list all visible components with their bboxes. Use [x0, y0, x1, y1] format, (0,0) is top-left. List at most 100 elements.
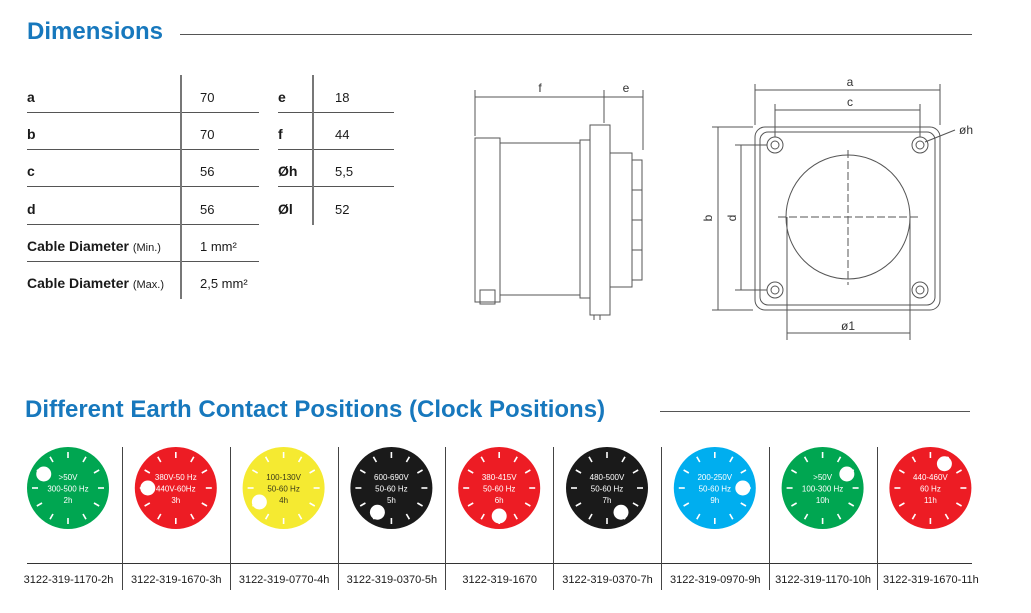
dial-tick	[696, 513, 701, 520]
technical-drawing: f e a c b d øh ø1	[474, 75, 973, 340]
dial-face	[350, 447, 433, 529]
dial-text: 10h	[816, 496, 829, 505]
clock-dial: 100-130V 50-60 Hz 4h	[242, 447, 325, 529]
dial-tick	[683, 469, 690, 474]
column-divider	[769, 447, 770, 590]
earth-contact-hole	[735, 480, 751, 496]
label-text: Cable Diameter	[27, 275, 129, 291]
dial-tick	[729, 456, 734, 463]
dial-text: 300-500 Hz	[47, 485, 88, 494]
dial-tick	[524, 502, 531, 507]
dial-tick	[955, 469, 962, 474]
dial-tick	[588, 456, 593, 463]
row-divider	[27, 261, 259, 262]
dial-tick	[82, 513, 87, 520]
column-divider	[338, 447, 339, 590]
dim-row-label: c	[27, 163, 35, 179]
earth-contact-hole	[491, 508, 507, 524]
part-code: 3122-319-0770-4h	[238, 574, 330, 586]
dial-tick	[480, 513, 485, 520]
clock-dial: >50V 300-500 Hz 2h	[27, 447, 109, 529]
row-divider	[278, 149, 394, 150]
dial-face	[27, 447, 109, 529]
dial-text: 100-130V	[266, 473, 301, 482]
dial-tick	[524, 469, 531, 474]
dial-text: 50-60 Hz	[267, 485, 299, 494]
dial-tick	[144, 502, 151, 507]
dim-row-label: b	[27, 126, 36, 142]
dial-face	[458, 447, 541, 529]
dial-text: 600-690V	[374, 473, 409, 482]
dial-tick	[696, 456, 701, 463]
col-divider	[180, 75, 182, 299]
dial-tick	[911, 513, 917, 520]
part-code: 3122-319-1670-3h	[131, 574, 222, 586]
dial-tick	[416, 502, 423, 507]
dim-row-label: Øh	[278, 163, 298, 179]
dial-tick	[36, 502, 43, 507]
dial-tick	[264, 513, 270, 520]
label-text: Cable Diameter	[27, 238, 129, 254]
dim-row-value: 56	[200, 202, 215, 217]
heading-rule	[180, 34, 972, 35]
earth-contact-hole	[251, 494, 267, 510]
dial-text: 60 Hz	[920, 485, 941, 494]
dial-tick	[632, 469, 639, 474]
dial-text: 440-460V	[913, 473, 948, 482]
dial-tick	[632, 502, 639, 507]
dial-tick	[803, 513, 809, 520]
earth-contact-heading: Different Earth Contact Positions (Clock…	[25, 396, 606, 423]
label-qualifier: (Min.)	[132, 242, 161, 254]
dial-tick	[372, 456, 378, 463]
part-code: 3122-319-1170-2h	[23, 574, 114, 586]
row-divider	[278, 112, 394, 113]
dim-label-b: b	[701, 214, 715, 221]
dial-tick	[144, 469, 151, 474]
dial-text: 9h	[710, 496, 719, 505]
dial-tick	[264, 456, 270, 463]
dim-row-value: 1 mm²	[200, 239, 237, 254]
dial-tick	[513, 513, 518, 520]
label-text: b	[27, 126, 36, 142]
dim-row-label: Øl	[278, 201, 293, 217]
dial-text: 11h	[924, 496, 937, 505]
dial-text: 380V-50 Hz	[155, 473, 197, 482]
dial-tick	[416, 469, 423, 474]
dial-text: 440V-60Hz	[156, 485, 196, 494]
dim-label-c: c	[847, 95, 853, 109]
part-code: 3122-319-0370-7h	[562, 574, 653, 586]
dial-text: 4h	[279, 496, 288, 505]
dial-tick	[575, 469, 582, 474]
clock-dial: 380V-50 Hz 440V-60Hz 3h	[134, 447, 217, 529]
dial-tick	[190, 513, 195, 520]
earth-contact-hole	[936, 456, 952, 472]
dial-text: 3h	[171, 496, 180, 505]
dial-text: 2h	[64, 496, 73, 505]
dial-text: 200-250V	[697, 473, 732, 482]
heading-rule	[660, 411, 970, 412]
dial-text: 50-60 Hz	[699, 485, 731, 494]
dim-label-l: ø1	[841, 319, 855, 333]
part-code: 3122-319-0370-5h	[346, 574, 438, 586]
dial-tick	[621, 456, 626, 463]
dial-tick	[944, 513, 950, 520]
dim-row-value: 52	[335, 202, 350, 217]
dial-text: 50-60 Hz	[483, 485, 515, 494]
dial-text: 5h	[387, 496, 396, 505]
part-code: 3122-319-1670-11h	[882, 574, 979, 586]
dim-label-f: f	[538, 81, 542, 95]
dial-tick	[201, 502, 208, 507]
dial-tick	[309, 469, 316, 474]
dial-face	[673, 447, 756, 529]
dim-row-value: 70	[200, 90, 215, 105]
part-code: 3122-319-1670	[462, 574, 537, 586]
dial-tick	[836, 513, 842, 520]
row-divider	[27, 112, 259, 113]
dial-text: >50V	[59, 473, 79, 482]
dim-row-value: 2,5 mm²	[200, 276, 248, 291]
dial-text: 50-60 Hz	[375, 485, 407, 494]
dial-text: 100-300 Hz	[802, 485, 843, 494]
dim-row-value: 70	[200, 127, 215, 142]
part-code: 3122-319-0970-9h	[670, 574, 761, 586]
